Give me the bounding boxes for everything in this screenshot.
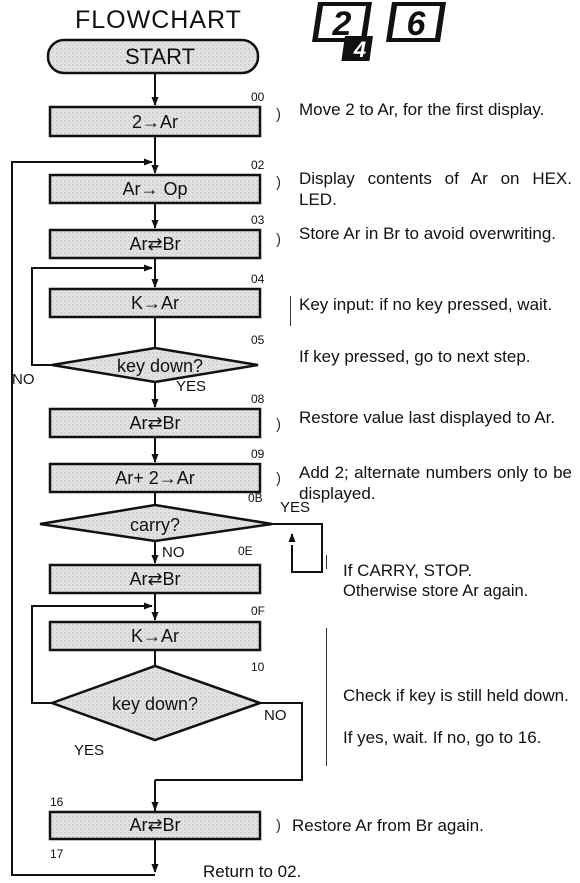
process-box-09: Ar+ 2→Ar bbox=[48, 462, 262, 494]
note-10-2: If yes, wait. If no, go to 16. bbox=[343, 728, 542, 747]
address-0E: 0E bbox=[238, 544, 253, 558]
svg-text:Ar⇄Br: Ar⇄Br bbox=[129, 234, 180, 254]
address-04: 04 bbox=[251, 272, 265, 286]
address-08: 08 bbox=[251, 392, 265, 406]
process-box-16: Ar⇄Br bbox=[48, 810, 262, 841]
address-09: 09 bbox=[251, 447, 265, 461]
note-16: Restore Ar from Br again. bbox=[292, 816, 484, 835]
address-00: 00 bbox=[251, 90, 265, 104]
svg-text:carry?: carry? bbox=[130, 515, 180, 535]
address-05: 05 bbox=[251, 333, 265, 347]
svg-text:K→Ar: K→Ar bbox=[131, 293, 179, 313]
note-0B-2: Otherwise store Ar again. bbox=[343, 582, 529, 600]
svg-text:6: 6 bbox=[407, 5, 427, 43]
svg-text:4: 4 bbox=[353, 37, 366, 62]
branch-yes-10: YES bbox=[74, 742, 105, 759]
flowchart-title: FLOWCHART bbox=[75, 6, 242, 34]
address-10: 10 bbox=[251, 660, 265, 674]
process-box-08: Ar⇄Br bbox=[48, 407, 262, 439]
address-16: 16 bbox=[50, 795, 64, 809]
logo-digit-6: 6 bbox=[386, 2, 446, 43]
branch-no-10: NO bbox=[264, 707, 287, 724]
svg-text:K→Ar: K→Ar bbox=[131, 626, 179, 646]
note-02: Display contents of Ar on HEX. LED. bbox=[299, 169, 572, 209]
svg-text:Ar→ Op: Ar→ Op bbox=[122, 179, 187, 199]
process-box-00: 2→Ar bbox=[48, 105, 262, 138]
branch-yes-0B: YES bbox=[280, 499, 311, 516]
start-label: START bbox=[125, 44, 195, 69]
branch-yes-05: YES bbox=[176, 378, 207, 395]
logo-digits: 2 4 6 bbox=[312, 2, 446, 62]
svg-text:2: 2 bbox=[332, 5, 352, 43]
process-box-03: Ar⇄Br bbox=[48, 228, 262, 260]
note-03: Store Ar in Br to avoid overwriting. bbox=[299, 224, 557, 243]
address-02: 02 bbox=[251, 158, 265, 172]
start-terminal: START bbox=[46, 38, 260, 75]
process-box-0F: K→Ar bbox=[48, 620, 262, 652]
svg-text:Ar⇄Br: Ar⇄Br bbox=[129, 413, 180, 433]
process-box-04: K→Ar bbox=[48, 287, 262, 319]
note-00: Move 2 to Ar, for the first display. bbox=[299, 100, 545, 119]
process-box-0E: Ar⇄Br bbox=[48, 563, 262, 595]
svg-text:Ar⇄Br: Ar⇄Br bbox=[129, 569, 180, 589]
svg-text:key down?: key down? bbox=[117, 356, 203, 376]
svg-text:Ar+ 2→Ar: Ar+ 2→Ar bbox=[115, 468, 195, 488]
note-0B-1: If CARRY, STOP. bbox=[343, 561, 473, 580]
note-05: If key pressed, go to next step. bbox=[299, 347, 531, 366]
note-09: Add 2; alternate numbers only to be disp… bbox=[299, 463, 572, 503]
decision-0B: carry? bbox=[39, 503, 273, 543]
decision-10: key down? bbox=[48, 664, 264, 742]
svg-text:Ar⇄Br: Ar⇄Br bbox=[129, 815, 180, 835]
svg-text:2→Ar: 2→Ar bbox=[132, 112, 178, 132]
address-0F: 0F bbox=[251, 604, 266, 618]
note-17: Return to 02. bbox=[203, 862, 302, 881]
decision-05: key down? bbox=[51, 346, 259, 384]
branch-no-05: NO bbox=[12, 371, 35, 388]
svg-text:key down?: key down? bbox=[112, 694, 198, 714]
flow-connectors bbox=[11, 73, 323, 876]
address-03: 03 bbox=[251, 213, 265, 227]
note-04: Key input: if no key pressed, wait. bbox=[299, 295, 553, 314]
note-10-1: Check if key is still held down. bbox=[343, 686, 569, 705]
address-17: 17 bbox=[50, 847, 64, 861]
note-08: Restore value last displayed to Ar. bbox=[299, 408, 556, 427]
logo-digit-2: 2 4 bbox=[312, 2, 373, 62]
branch-no-0B: NO bbox=[162, 544, 185, 561]
process-box-02: Ar→ Op bbox=[48, 173, 262, 205]
address-0B: 0B bbox=[248, 491, 263, 505]
